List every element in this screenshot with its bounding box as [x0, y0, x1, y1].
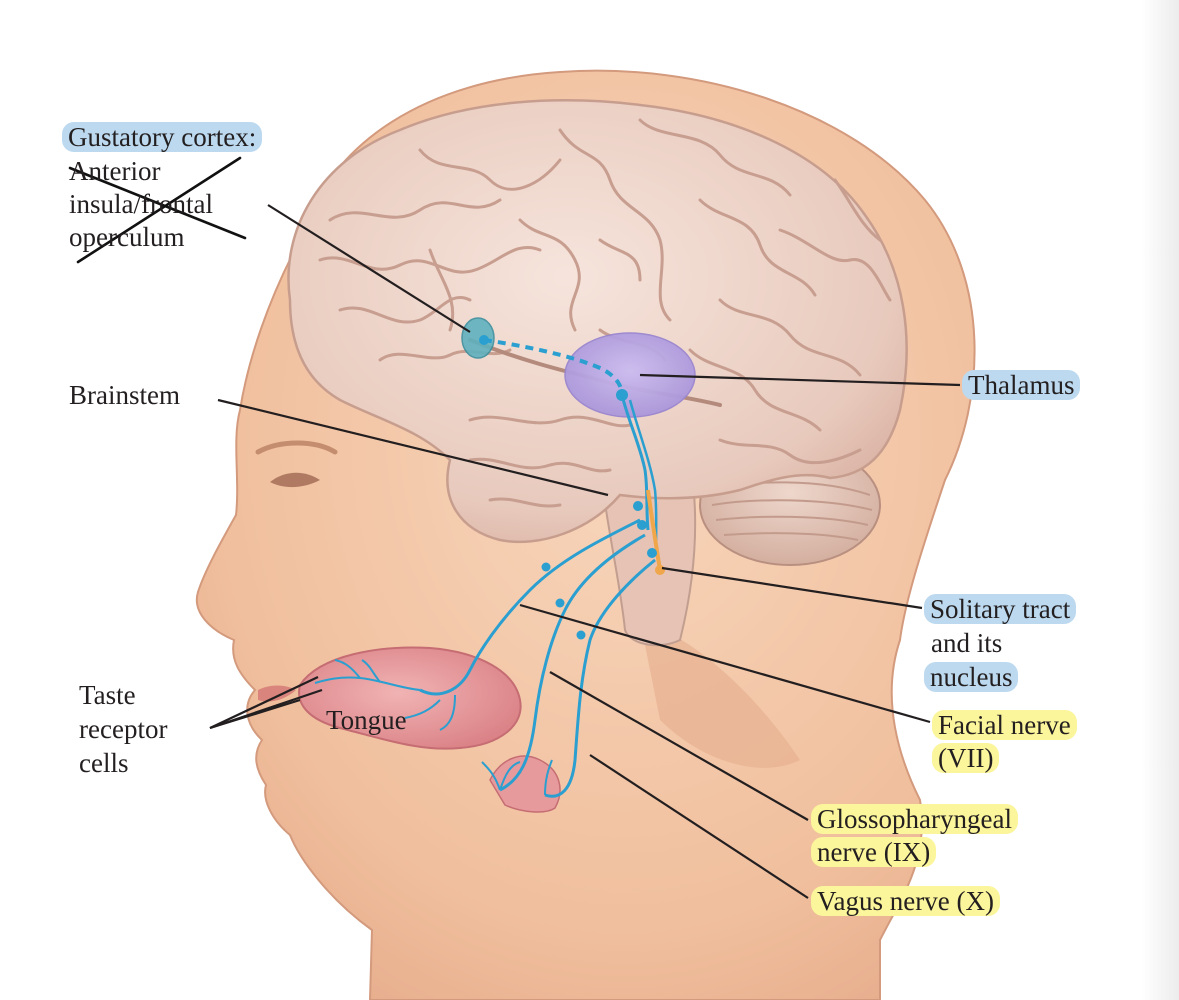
cross-out-mark: [68, 156, 247, 264]
eyebrow: [255, 440, 338, 455]
vagus-nerve: [544, 558, 656, 798]
thalamus-to-brainstem-pathway: [620, 394, 650, 531]
brain: [287, 99, 908, 544]
thalamo-cortical-pathway: [483, 338, 624, 396]
leader-facial: [519, 603, 931, 724]
label-vagus: Vagus nerve (X): [811, 885, 1000, 917]
label-insula-frontal: insula/frontal: [69, 189, 213, 219]
label-solitary-tract: Solitary tract: [924, 593, 1077, 625]
leader-taste-1: [209, 676, 319, 729]
label-anterior: Anterior: [69, 156, 161, 186]
label-facial-nerve: Facial nerve: [932, 709, 1077, 741]
solitary-synapse: [655, 565, 665, 575]
brainstem-fibers: [628, 399, 658, 551]
solitary-nucleus: [646, 489, 662, 571]
label-cells: cells: [79, 748, 129, 778]
synapse-markers: [479, 335, 657, 640]
page-edge-shadow: [1141, 0, 1179, 1000]
tongue-nerve-branches: [314, 659, 553, 796]
leader-thalamus: [639, 373, 961, 387]
label-glossopharyngeal: Glossopharyngeal: [811, 803, 1018, 835]
label-operculum: operculum: [69, 222, 185, 252]
label-gustatory-cortex: Gustatory cortex:: [62, 121, 263, 153]
label-tongue: Tongue: [326, 705, 407, 735]
neck-shadow: [640, 620, 800, 768]
label-nucleus: nucleus: [924, 661, 1019, 693]
leader-brainstem: [217, 398, 609, 497]
eye: [270, 472, 320, 488]
label-glossopharyngeal-num: nerve (IX): [811, 836, 937, 868]
leader-solitary: [661, 566, 923, 610]
brain-gyri: [318, 118, 892, 508]
lips: [258, 685, 296, 702]
leader-lines: [209, 204, 961, 899]
glossopharyngeal-nerve: [499, 533, 646, 792]
cerebellum-folds: [709, 481, 873, 541]
leader-taste-3: [209, 698, 301, 730]
leader-gustatory: [267, 204, 471, 333]
label-brainstem: Brainstem: [69, 380, 180, 410]
leader-glossopharyngeal: [549, 671, 809, 821]
gustatory-cortex-spot: [461, 317, 495, 359]
label-receptor: receptor: [79, 714, 168, 744]
label-and-its: and its: [931, 628, 1003, 658]
label-facial-nerve-num: (VII): [932, 742, 1000, 774]
throat-structure: [489, 755, 561, 813]
facial-nerve: [419, 518, 641, 696]
label-taste: Taste: [79, 680, 136, 710]
leader-vagus: [589, 754, 809, 899]
label-thalamus: Thalamus: [962, 369, 1081, 401]
